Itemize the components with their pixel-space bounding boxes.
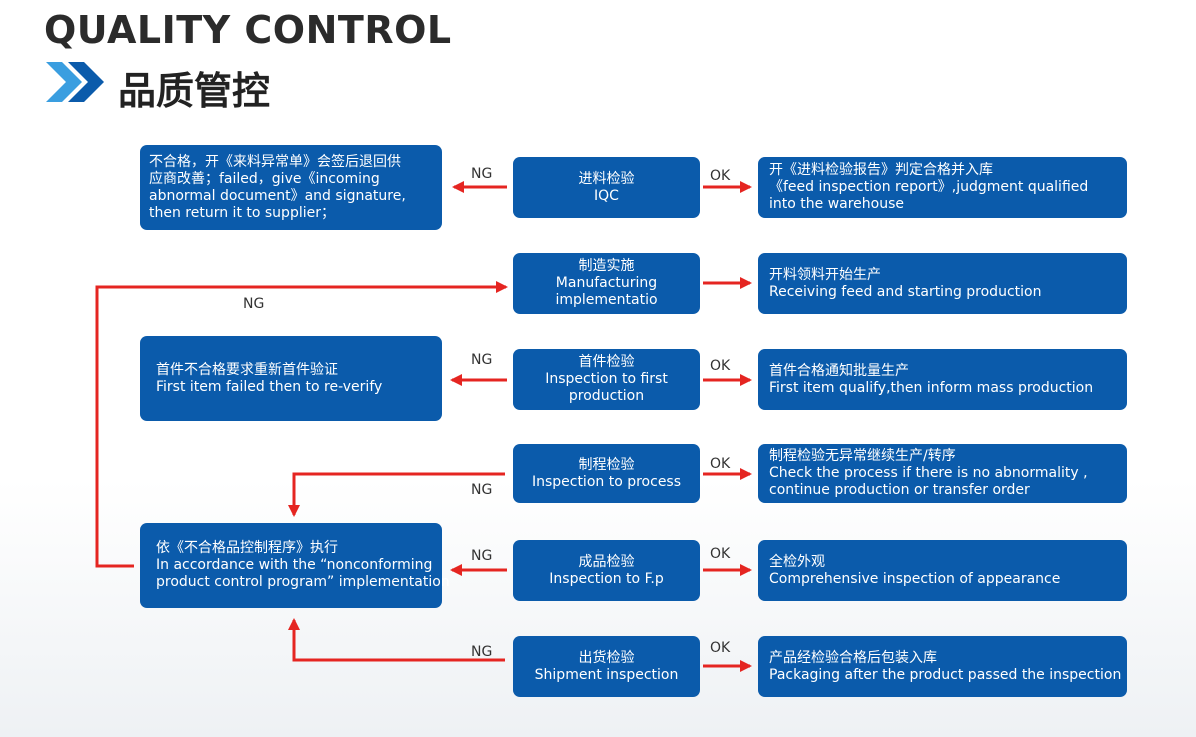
ng-result-iqc: 不合格，开《来料异常单》会签后退回供 应商改善；failed，give《inco…	[140, 145, 442, 230]
ok-label: OK	[710, 456, 731, 472]
ng-label: NG	[243, 296, 265, 312]
ng-label: NG	[471, 482, 493, 498]
ng-result-first-item: 首件不合格要求重新首件验证 First item failed then to …	[140, 336, 442, 421]
ok-label: OK	[710, 168, 731, 184]
ok-result-manufacturing: 开料领料开始生产 Receiving feed and starting pro…	[758, 253, 1127, 314]
ok-result-finished-product: 全检外观 Comprehensive inspection of appeara…	[758, 540, 1127, 601]
stage-iqc: 进料检验 IQC	[513, 157, 700, 218]
ok-result-first-item: 首件合格通知批量生产 First item qualify,then infor…	[758, 349, 1127, 410]
ok-result-process: 制程检验无异常继续生产/转序 Check the process if ther…	[758, 444, 1127, 503]
ok-label: OK	[710, 546, 731, 562]
stage-process: 制程检验 Inspection to process	[513, 444, 700, 503]
ng-label: NG	[471, 548, 493, 564]
ng-result-nonconforming: 依《不合格品控制程序》执行 In accordance with the “no…	[140, 523, 450, 608]
ng-label: NG	[471, 352, 493, 368]
stage-manufacturing: 制造实施 Manufacturing implementatio	[513, 253, 700, 314]
double-chevron-icon	[46, 62, 104, 102]
ng-arrow-process	[288, 472, 505, 517]
ok-label: OK	[710, 640, 731, 656]
ok-result-shipment: 产品经检验合格后包装入库 Packaging after the product…	[758, 636, 1127, 697]
ng-arrow-ship	[288, 618, 505, 662]
ng-label: NG	[471, 166, 493, 182]
ng-label: NG	[471, 644, 493, 660]
page-subtitle: 品质管控	[118, 69, 271, 113]
ok-result-iqc: 开《进料检验报告》判定合格并入库 《feed inspection report…	[758, 157, 1127, 218]
stage-finished-product: 成品检验 Inspection to F.p	[513, 540, 700, 601]
stage-first-item: 首件检验 Inspection to first production	[513, 349, 700, 410]
page-title: QUALITY CONTROL	[44, 8, 452, 52]
loop-back-arrow	[95, 281, 508, 568]
stage-shipment: 出货检验 Shipment inspection	[513, 636, 700, 697]
ok-label: OK	[710, 358, 731, 374]
